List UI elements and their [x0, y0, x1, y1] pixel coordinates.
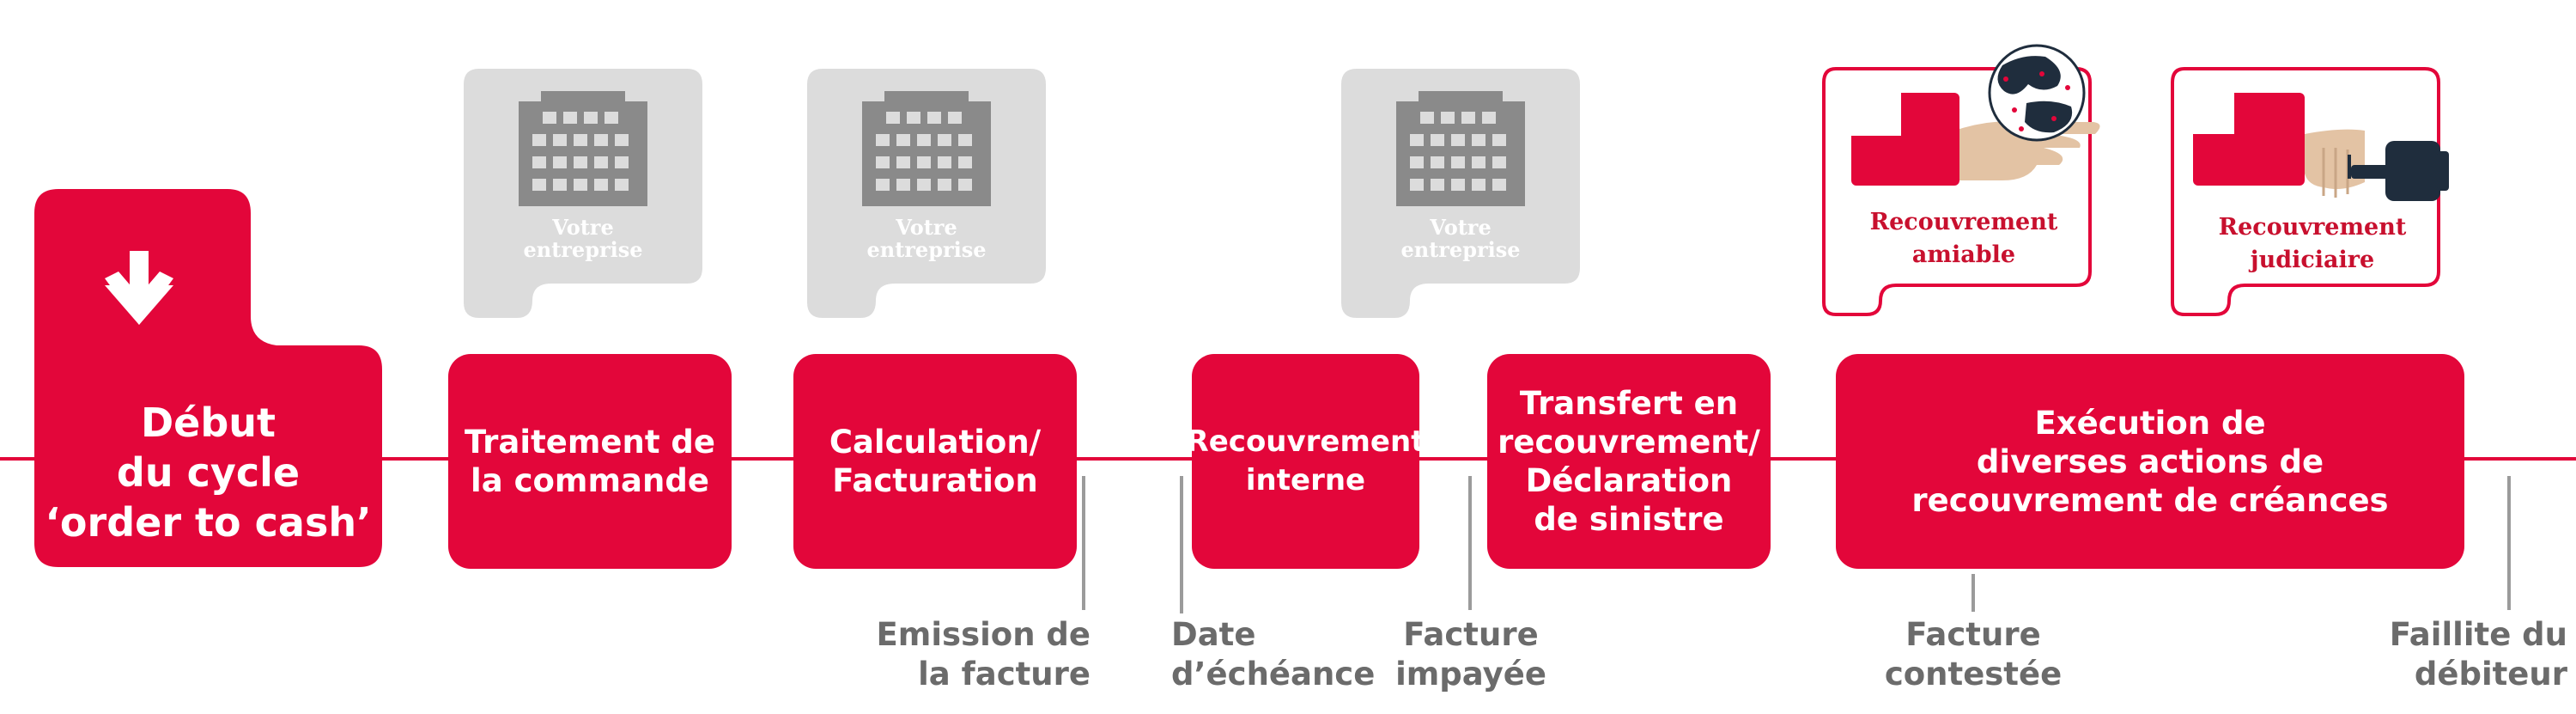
company-line: Votre: [896, 215, 957, 240]
recovery-line: Recouvrement: [2218, 214, 2407, 241]
step-line: interne: [1245, 463, 1366, 497]
milestone-debtor-bankruptcy: Faillite du débiteur: [2318, 615, 2567, 694]
milestone-unpaid-invoice: Facture impayée: [1346, 615, 1595, 694]
milestone-line: d’échéance: [1171, 656, 1376, 693]
company-card-label: Votre entreprise: [1341, 217, 1580, 261]
company-line: entreprise: [523, 237, 643, 262]
step-line: Calculation/: [829, 424, 1042, 461]
step-line: Facturation: [832, 462, 1038, 499]
company-line: Votre: [552, 215, 614, 240]
step-order-processing: Traitement de la commande: [448, 354, 732, 569]
company-card: Votre entreprise: [1341, 69, 1580, 318]
start-line: du cycle: [116, 449, 301, 496]
amicable-recovery-card: Recouvrement amiable: [1822, 44, 2105, 318]
company-card: Votre entreprise: [807, 69, 1046, 318]
step-line: Traitement de: [465, 424, 715, 461]
amicable-recovery-label: Recouvrement amiable: [1822, 206, 2105, 272]
milestone-tick: [1468, 476, 1472, 610]
milestone-tick: [1082, 476, 1085, 610]
step-line: Exécution de: [2034, 404, 2266, 442]
step-transfer-claim: Transfert en recouvrement/ Déclaration d…: [1487, 354, 1771, 569]
company-line: Votre: [1430, 215, 1492, 240]
step-line: Déclaration: [1525, 462, 1733, 499]
milestone-line: la facture: [918, 656, 1091, 693]
company-card-label: Votre entreprise: [807, 217, 1046, 261]
milestone-line: contestée: [1884, 656, 2063, 693]
start-cycle-label: Début du cycle ‘order to cash’: [34, 378, 382, 567]
recovery-line: judiciaire: [2250, 247, 2375, 273]
milestone-line: Facture: [1403, 616, 1539, 653]
milestone-line: impayée: [1395, 656, 1546, 693]
milestone-line: Faillite du: [2389, 616, 2567, 653]
step-line: de sinistre: [1534, 501, 1724, 538]
milestone-tick: [1971, 574, 1975, 612]
step-line: Recouvrement: [1186, 424, 1425, 459]
milestone-tick: [1180, 476, 1183, 613]
step-line: diverses actions de: [1976, 442, 2324, 480]
hand-gavel-icon: [2193, 93, 2449, 201]
company-card: Votre entreprise: [464, 69, 702, 318]
step-internal-recovery: Recouvrement interne: [1187, 354, 1425, 569]
milestone-line: Date: [1171, 616, 1256, 653]
company-line: entreprise: [1400, 237, 1521, 262]
milestone-invoice-issue: Emission de la facture: [841, 615, 1091, 694]
milestone-line: Emission de: [876, 616, 1091, 653]
building-icon: [519, 91, 647, 206]
start-line: ‘order to cash’: [45, 499, 372, 546]
judicial-recovery-card: Recouvrement judiciaire: [2171, 67, 2454, 318]
milestone-tick: [2507, 476, 2511, 610]
milestone-line: débiteur: [2414, 656, 2567, 693]
recovery-line: Recouvrement: [1869, 209, 2058, 235]
step-line: Transfert en: [1519, 385, 1739, 422]
step-line: recouvrement de créances: [1911, 481, 2389, 519]
company-card-label: Votre entreprise: [464, 217, 702, 261]
judicial-recovery-label: Recouvrement judiciaire: [2171, 211, 2454, 277]
milestone-due-date: Date d’échéance: [1171, 615, 1420, 694]
milestone-disputed-invoice: Facture contestée: [1844, 615, 2102, 694]
start-line: Début: [140, 400, 276, 446]
step-line: recouvrement/: [1498, 424, 1760, 461]
step-calculation-invoicing: Calculation/ Facturation: [793, 354, 1077, 569]
milestone-line: Facture: [1905, 616, 2041, 653]
recovery-line: amiable: [1911, 241, 2016, 268]
arrow-down-icon: [105, 251, 173, 325]
company-line: entreprise: [866, 237, 987, 262]
building-icon: [862, 91, 991, 206]
step-debt-collection-actions: Exécution de diverses actions de recouvr…: [1836, 354, 2464, 569]
hand-globe-icon: [1851, 44, 2100, 186]
building-icon: [1396, 91, 1525, 206]
start-cycle-block: Début du cycle ‘order to cash’: [34, 189, 382, 567]
step-line: la commande: [471, 462, 709, 499]
